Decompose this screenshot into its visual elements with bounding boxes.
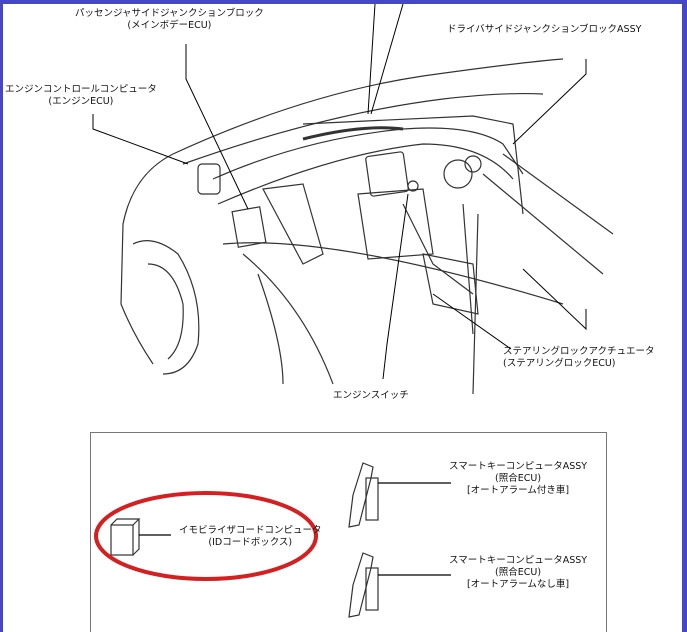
label-line: エンジンコントロールコンピュータ [5,84,157,95]
label-line: [オートアラームなし車] [466,579,570,590]
vehicle-interior-drawing [92,4,614,395]
steering-lock-actuator-label: ステアリングロックアクチュエータ (ステアリングロックECU) [503,346,655,370]
driver-junction-block-label: ドライバサイドジャンクションブロックASSY [447,24,641,36]
immobilizer-code-computer-label: イモビライザコードコンピュータ (IDコードボックス) [179,525,322,549]
smart-key-computer-icon [348,552,379,618]
smart-key-computer-icon [348,462,379,528]
component-drawings [94,462,451,618]
label-line: ステアリングロックアクチュエータ [503,346,655,357]
label-line: (照合ECU) [495,473,542,484]
label-line: スマートキーコンピュータASSY [449,461,588,472]
immobilizer-computer-icon [110,518,141,556]
diagram-canvas: パッセンジャサイドジャンクションブロック (メインボデーECU) ドライバサイド… [3,4,682,632]
passenger-junction-block-label: パッセンジャサイドジャンクションブロック (メインボデーECU) [75,8,264,32]
engine-ecu-label: エンジンコントロールコンピュータ (エンジンECU) [5,84,157,108]
label-line: [オートアラーム付き車] [466,485,570,496]
label-line: パッセンジャサイドジャンクションブロック [75,8,264,19]
label-line: イモビライザコードコンピュータ [179,525,322,536]
smart-key-computer-no-alarm-label: スマートキーコンピュータASSY (照合ECU) [オートアラームなし車] [449,555,587,591]
label-line: (ステアリングロックECU) [503,358,616,369]
label-line: スマートキーコンピュータASSY [449,555,588,566]
highlight-circle [94,491,318,581]
smart-key-computer-alarm-label: スマートキーコンピュータASSY (照合ECU) [オートアラーム付き車] [449,461,587,497]
label-line: エンジンスイッチ [333,390,409,401]
label-line: (照合ECU) [495,567,542,578]
label-line: ドライバサイドジャンクションブロックASSY [447,24,642,35]
label-line: (エンジンECU) [48,96,114,107]
label-line: (メインボデーECU) [127,20,212,31]
label-line: (IDコードボックス) [208,537,293,548]
engine-switch-label: エンジンスイッチ [333,390,409,402]
component-detail-box: イモビライザコードコンピュータ (IDコードボックス) スマートキーコンピュータ… [90,432,607,632]
